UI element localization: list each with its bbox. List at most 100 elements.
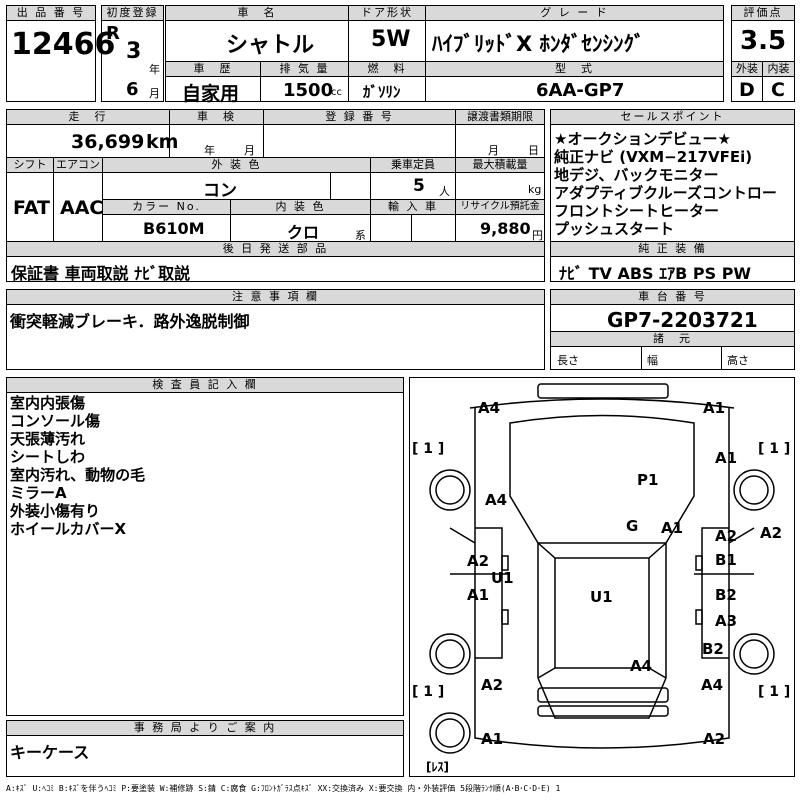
left-handle-1 <box>501 555 509 571</box>
recycle-label: リサイクル預託金 <box>455 199 545 215</box>
equipment: ﾅﾋﾞ TV ABS ｴｱB PS PW <box>559 264 752 283</box>
height-label: 高さ <box>727 354 749 367</box>
mileage-unit: km <box>146 131 179 153</box>
rear-bumper-shape <box>537 687 669 703</box>
sales-point: プッシュスタート <box>554 220 675 238</box>
exterior-grade: D <box>739 79 755 101</box>
length-label: 長さ <box>557 354 579 367</box>
reg-no-label: 登 録 番 号 <box>263 109 456 125</box>
damage-mark: U1 <box>590 588 613 606</box>
later-parts: 保証書 車両取説 ﾅﾋﾞ取説 <box>11 264 191 283</box>
mileage-cell: 36,699 km <box>6 124 178 158</box>
notes-label: 注 意 事 項 欄 <box>6 289 545 305</box>
grade-cell: ﾊｲﾌﾞﾘｯﾄﾞX ﾎﾝﾀﾞｾﾝｼﾝｸﾞ <box>425 20 724 62</box>
ac-cell: AAC <box>53 172 103 242</box>
recycle-cell: 9,880 円 <box>455 214 545 242</box>
load-cell: kg <box>455 172 545 200</box>
import-cell <box>370 214 456 242</box>
inspector-notes: 室内内張傷 コンソール傷 天張薄汚れ シートしわ 室内汚れ、動物の毛 ミラーA … <box>6 392 404 716</box>
damage-mark: A2 <box>715 527 738 545</box>
ext-color: コン <box>203 181 237 201</box>
later-parts-label: 後 日 発 送 部 品 <box>6 241 545 257</box>
equip-cell: ﾅﾋﾞ TV ABS ｴｱB PS PW <box>550 256 795 283</box>
month-unit: 月 <box>149 87 160 100</box>
model-label: 型 式 <box>425 61 724 77</box>
damage-mark: A4 <box>701 676 724 694</box>
hood-shape <box>509 414 695 544</box>
score: 3.5 <box>740 26 787 56</box>
sales-point: アダプティブクルーズコントロー <box>554 184 777 202</box>
transfer-day-unit: 日 <box>528 144 539 157</box>
load-unit: kg <box>528 183 542 196</box>
fuel-label: 燃 料 <box>348 61 426 77</box>
inspector-line: コンソール傷 <box>10 412 101 430</box>
rear-bumper-lower-shape <box>537 705 669 717</box>
damage-mark: A1 <box>481 730 504 748</box>
damage-mark: A4 <box>478 399 501 417</box>
color-no-label: カラー No. <box>102 199 231 215</box>
right-mirror-shape <box>728 527 755 544</box>
displacement: 1500 <box>283 80 334 101</box>
score-cell: 3.5 <box>731 20 795 62</box>
ext-color-sub <box>330 172 371 200</box>
first-reg-label: 初度登録 <box>101 5 164 21</box>
door-cell: 5W <box>348 20 426 62</box>
notes-text: 衝突軽減ブレーキ．路外逸脱制御 <box>10 312 250 331</box>
fuel-cell: ｶﾞｿﾘﾝ <box>348 76 426 102</box>
equip-label: 純 正 装 備 <box>550 241 795 257</box>
damage-mark: A1 <box>703 399 726 417</box>
tire-mark: [ 1 ] <box>758 441 791 457</box>
windshield-shape <box>537 542 667 559</box>
dims-label: 諸 元 <box>550 331 795 347</box>
int-color-cell: クロ 系 <box>230 214 371 242</box>
sales-label: セールスポイント <box>550 109 795 125</box>
pillar-shape <box>537 543 667 678</box>
inspection-month-unit: 月 <box>244 144 255 157</box>
exterior-label: 外装 <box>731 61 763 77</box>
ac: AAC <box>60 197 104 219</box>
car-name-label: 車 名 <box>165 5 349 21</box>
transfer-month-unit: 月 <box>488 144 499 157</box>
front-bumper-shape <box>537 383 669 399</box>
inspection-cell: 年 月 <box>169 124 264 158</box>
transfer-label: 譲渡書類期限 <box>455 109 545 125</box>
dims-cell: 長さ 幅 高さ <box>550 346 795 370</box>
damage-mark: A3 <box>715 612 738 630</box>
sales-point: 地デジ、バックモニター <box>554 166 719 184</box>
displacement-cell: 1500 cc <box>260 76 349 102</box>
car-diagram-svg <box>429 383 775 754</box>
inspector-line: 室内汚れ、動物の毛 <box>10 466 146 484</box>
sales-points: ★オークションデビュー★ 純正ナビ (VXM−217VFEi) 地デジ、バックモ… <box>550 124 795 242</box>
displacement-unit: cc <box>331 87 342 98</box>
mileage: 36,699 <box>71 131 145 153</box>
history: 自家用 <box>182 83 240 105</box>
fuel: ｶﾞｿﾘﾝ <box>363 83 401 101</box>
color-no: B610M <box>143 219 205 238</box>
tire-mark: [ 1 ] <box>412 684 445 700</box>
damage-mark: A2 <box>703 730 726 748</box>
damage-mark: A2 <box>481 676 504 694</box>
inspector-label: 検 査 員 記 入 欄 <box>6 377 404 393</box>
office-text: キーケース <box>10 743 90 762</box>
damage-mark: P1 <box>637 471 659 489</box>
int-color-unit: 系 <box>355 229 366 242</box>
damage-mark: A2 <box>760 524 783 542</box>
score-label: 評価点 <box>731 5 795 21</box>
damage-mark: B2 <box>702 640 724 658</box>
rear-glass-shape <box>537 667 667 679</box>
year-unit: 年 <box>149 63 160 76</box>
damage-mark: B1 <box>715 551 737 569</box>
notes-cell: 衝突軽減ブレーキ．路外逸脱制御 <box>6 304 545 370</box>
shift-label: シフト <box>6 157 54 173</box>
int-color-label: 内 装 色 <box>230 199 371 215</box>
chassis-cell: GP7-2203721 <box>550 304 795 332</box>
office-cell: キーケース <box>6 735 404 777</box>
tailgate-shape <box>537 677 667 719</box>
roof-shape <box>554 558 650 669</box>
capacity-unit: 人 <box>439 185 450 198</box>
inspector-line: ミラーA <box>10 484 67 502</box>
width-label: 幅 <box>647 354 658 367</box>
sales-point: 純正ナビ (VXM−217VFEi) <box>554 148 753 166</box>
left-side-shape <box>475 527 503 659</box>
car-name-cell: シャトル <box>165 20 349 62</box>
